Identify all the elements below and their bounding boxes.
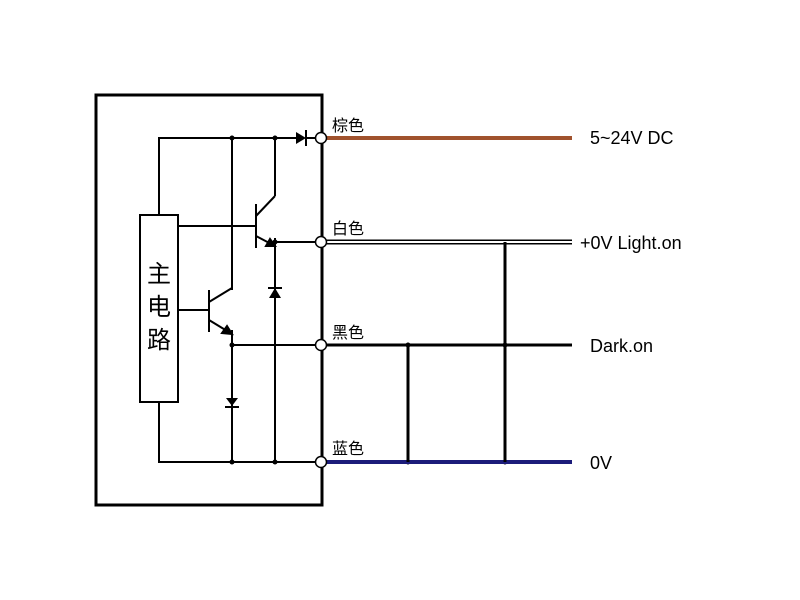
label-white: 白色 (332, 219, 364, 238)
label-blue: 蓝色 (332, 439, 364, 458)
load-connections (406, 242, 507, 462)
terminals (314, 131, 328, 469)
diode-middle-icon (268, 287, 282, 298)
output-blue: 0V (590, 453, 612, 473)
sensor-housing (94, 93, 324, 507)
main-circuit-label-3: 路 (147, 326, 171, 354)
output-black: Dark.on (590, 336, 653, 356)
main-circuit-label-2: 电 (147, 293, 171, 321)
main-circuit-label-1: 主 (147, 260, 171, 288)
terminal-white (314, 235, 328, 249)
terminal-blue (314, 455, 328, 469)
terminal-brown (314, 131, 328, 145)
output-white: +0V Light.on (580, 233, 682, 253)
diode-top-icon (296, 130, 307, 146)
transistor-upper-icon (255, 195, 277, 248)
terminal-black (314, 338, 328, 352)
label-black: 黑色 (332, 323, 364, 342)
label-brown: 棕色 (332, 116, 364, 135)
output-brown: 5~24V DC (590, 128, 674, 148)
junction-dots (229, 135, 508, 465)
transistor-lower-icon (208, 287, 234, 336)
diode-lower-icon (225, 398, 239, 408)
internal-wiring (158, 137, 316, 463)
